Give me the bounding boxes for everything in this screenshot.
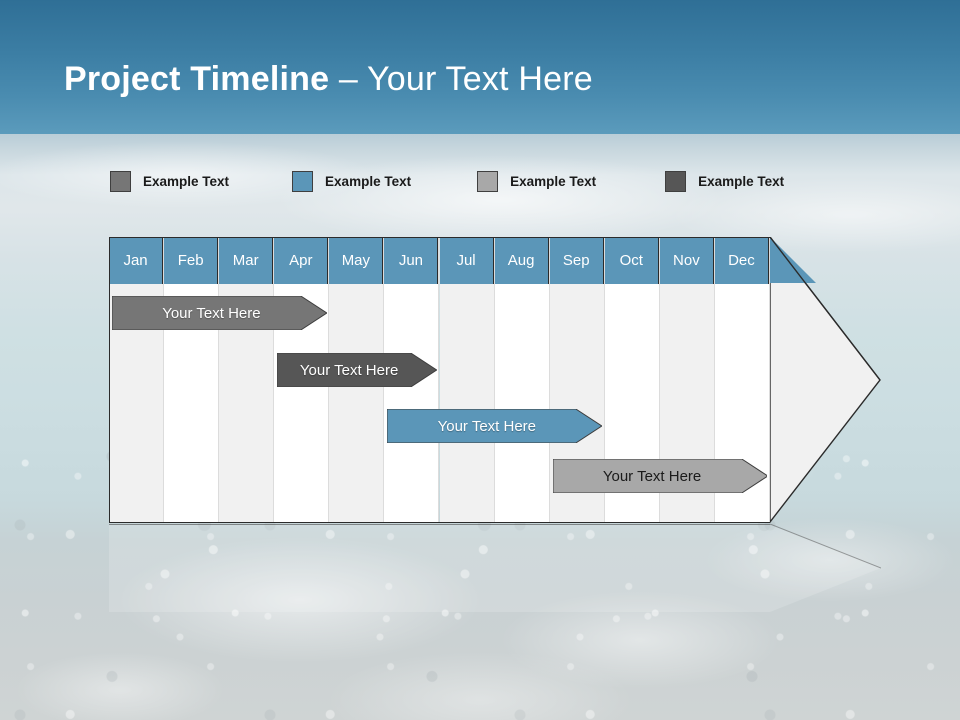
task-bar[interactable]: Your Text Here [111,295,328,331]
timeline-column: Feb [164,237,220,523]
month-header-jun[interactable]: Jun [384,237,439,284]
legend-item: Example Text [110,170,229,192]
legend-item-label: Example Text [325,173,412,189]
month-header-aug[interactable]: Aug [494,237,549,284]
page-title-rest: – Your Text Here [329,60,593,98]
legend-item: Example Text [665,170,784,192]
timeline-column: Jan [109,237,165,523]
legend-item-label: Example Text [698,173,785,189]
square-swatch-icon [110,170,131,192]
task-bar-label: Your Text Here [602,467,702,485]
task-bar-label: Your Text Here [437,417,537,435]
legend-item-label: Example Text [143,173,230,189]
page-title: Project Timeline – Your Text Here [64,60,593,99]
timeline-arrow-head [769,234,881,525]
square-swatch-icon [477,170,499,192]
task-bar-label: Your Text Here [162,304,261,322]
task-bar[interactable]: Your Text Here [386,408,604,444]
timeline-column: Aug [494,237,550,523]
task-bar-shape [552,458,769,494]
month-header-nov[interactable]: Nov [659,237,714,284]
task-bar-shape [111,295,328,331]
month-header-jan[interactable]: Jan [109,237,164,284]
page-title-strong: Project Timeline [64,60,330,98]
month-header-dec[interactable]: Dec [714,237,769,284]
legend-item: Example Text [292,170,411,192]
month-header-oct[interactable]: Oct [604,237,659,284]
task-bar-shape [386,408,604,444]
timeline-column: Mar [219,237,275,523]
legend-item-label: Example Text [510,173,597,189]
title-band: Project Timeline – Your Text Here [0,0,960,134]
task-bar[interactable]: Your Text Here [552,458,769,494]
month-header-mar[interactable]: Mar [219,237,274,284]
timeline-column: Jul [439,237,495,523]
square-swatch-icon [292,170,314,192]
month-header-feb[interactable]: Feb [164,237,219,284]
month-header-sep[interactable]: Sep [549,237,604,284]
legend: Example Text Example Text Example Text Exam… [110,170,784,192]
task-bar-label: Your Text Here [299,361,399,379]
timeline-arrow-head-svg [769,234,881,525]
task-bar-shape [276,352,438,388]
month-header-may[interactable]: May [329,237,384,284]
task-bar[interactable]: Your Text Here [276,352,438,388]
square-swatch-icon [665,170,687,192]
month-header-apr[interactable]: Apr [274,237,329,284]
legend-item: Example Text [477,170,596,192]
month-header-jul[interactable]: Jul [439,237,494,284]
